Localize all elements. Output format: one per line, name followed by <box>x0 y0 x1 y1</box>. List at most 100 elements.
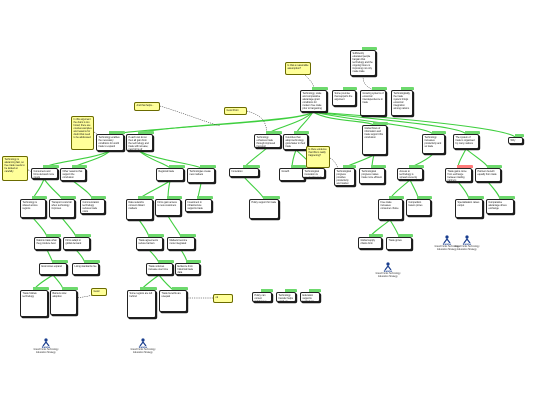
author-affiliation: Grand Forks Technology <box>33 348 59 351</box>
box-tab <box>397 234 413 237</box>
claim-box-n3[interactable]: Some premise that supports the argument <box>332 90 356 106</box>
box-text: Communication technology reduces trade c… <box>82 201 100 213</box>
claim-box-n52[interactable]: Technology transfer helps catch-up <box>276 292 296 302</box>
claim-box-n20[interactable]: Technological innovation is needed for t… <box>302 168 325 178</box>
note-note_ok[interactable]: ok <box>213 294 233 303</box>
claim-box-n38[interactable]: Firms adapt to global demand <box>63 237 90 250</box>
claim-box-n10[interactable]: Why <box>508 137 523 144</box>
note-note_mid[interactable]: Is there evidence that this is really ha… <box>306 146 330 168</box>
claim-box-n14[interactable]: Consumers and firms demand more goods <box>31 168 58 179</box>
note-note_oops[interactable]: And that helps... <box>134 102 160 111</box>
claim-box-n18[interactable]: Innovation <box>229 168 259 177</box>
box-text: Regional trade <box>158 170 175 173</box>
claim-box-n8[interactable]: Technology enhances trade through improv… <box>254 134 281 148</box>
claim-box-n53[interactable]: Education supports technology use <box>300 292 320 302</box>
box-tab <box>171 287 188 290</box>
box-text: Some regions are left behind <box>129 292 153 298</box>
box-tab <box>138 196 154 199</box>
claim-box-n30[interactable]: Firms gain access to new customers <box>155 199 181 216</box>
claim-box-n7[interactable]: If each can do so then all gain from the… <box>126 134 153 151</box>
claim-box-n26[interactable]: Technology is shared across regions <box>20 199 46 218</box>
box-text: Economies expand <box>41 265 62 268</box>
note-note_left[interactable]: In this argument the claim is too broad;… <box>71 116 94 150</box>
box-tab <box>514 134 524 137</box>
box-text: Investment in infrastructure supports tr… <box>187 201 203 210</box>
claim-box-n44[interactable]: Living standards rise <box>72 263 99 275</box>
box-text: Countries that adopt technology grow fas… <box>285 136 306 148</box>
claim-box-n33[interactable]: Free trade increases consumer choice <box>378 199 403 220</box>
box-text: Technology, scale and comparative advant… <box>302 92 322 110</box>
claim-box-n51[interactable]: Policy can correct imbalances <box>252 292 272 302</box>
claim-box-n28[interactable]: Communication technology reduces trade c… <box>80 199 105 214</box>
claim-box-n43[interactable]: Economies expand <box>39 263 67 275</box>
box-text: Trade benefits are unequal <box>161 292 181 298</box>
claim-box-n13[interactable]: The system of trade is organised by many… <box>453 134 479 149</box>
claim-box-n41[interactable]: Global supply chains form <box>358 237 382 249</box>
box-text: Is there evidence that this is really ha… <box>308 148 327 157</box>
claim-box-n29[interactable]: Data networks connect distant markets <box>126 199 153 220</box>
claim-box-n46[interactable]: Evidence from historical trade data <box>175 263 200 275</box>
claim-box-n17[interactable]: Technologies create new markets <box>187 168 215 183</box>
box-tab <box>342 87 357 90</box>
box-text: Trade volumes increase over time <box>148 265 169 271</box>
box-text: Firms gain access to new customers <box>157 201 177 207</box>
note-link-6 <box>329 157 339 169</box>
claim-box-n11[interactable]: Global flows of information and trade su… <box>362 125 387 155</box>
claim-box-n24[interactable]: Trade gains come from exchange between t… <box>445 168 472 182</box>
claim-box-n9[interactable]: Countries that adopt technology grow fas… <box>283 134 308 150</box>
claim-box-n6[interactable]: Technology enables the necessary conditi… <box>96 134 124 151</box>
note-note_good[interactable]: Good Point <box>224 107 247 115</box>
box-tab <box>464 131 480 134</box>
claim-box-n22[interactable]: Technological progress makes trade more … <box>359 168 385 184</box>
box-text: Trade follows technology <box>22 292 37 298</box>
note-note_excl[interactable]: Good <box>91 288 107 296</box>
people-icon <box>42 338 50 346</box>
claim-box-n50[interactable]: Trade benefits are unequal <box>159 290 187 312</box>
box-tab <box>262 196 280 199</box>
claim-box-n5[interactable]: Technologically, the trade system brings… <box>391 90 413 116</box>
claim-box-n1[interactable]: Sufficiently educated people bargain tha… <box>350 50 376 76</box>
claim-box-n40[interactable]: Markets become more integrated <box>167 237 195 250</box>
box-text: Specialisation raises output <box>457 201 480 207</box>
support-link-27 <box>243 176 265 200</box>
claim-box-n32[interactable]: Policy support for trade <box>249 199 279 219</box>
note-note_far_left[interactable]: Technology is advancing fast, so free tr… <box>2 156 28 181</box>
box-text: ok <box>215 296 219 299</box>
claim-box-n35[interactable]: Specialisation raises output <box>455 199 483 218</box>
claim-box-n47[interactable]: Trade follows technology <box>20 290 48 317</box>
claim-box-n37[interactable]: Nations trade what they produce best <box>34 237 60 250</box>
claim-box-n34[interactable]: Competition lowers prices <box>406 199 431 216</box>
claim-box-n2[interactable]: Technology, scale and comparative advant… <box>300 90 327 112</box>
box-tab <box>361 47 377 50</box>
claim-box-n23[interactable]: Access to technology is spread unevenly <box>397 168 423 180</box>
claim-box-n15[interactable]: Other reasons that support the conclusio… <box>60 168 86 181</box>
box-text: Technological progress makes trade more … <box>361 170 382 179</box>
note-note_top[interactable]: Is that a reasonable assumption? <box>285 62 311 75</box>
claim-box-n31[interactable]: Investment in infrastructure supports tr… <box>185 199 212 212</box>
claim-box-n16[interactable]: Regional trade <box>156 168 184 181</box>
claim-box-n39[interactable]: Trade agreements reduce barriers <box>136 237 163 250</box>
note-link-2 <box>159 105 221 127</box>
claim-box-n27[interactable]: Transport costs fall when technology imp… <box>49 199 75 218</box>
claim-box-n45[interactable]: Trade volumes increase over time <box>146 263 173 275</box>
claim-box-n12[interactable]: Technology increases productivity and so… <box>422 134 445 154</box>
claim-box-n42[interactable]: Trade grows <box>386 237 412 250</box>
box-text: Growth <box>281 170 290 173</box>
claim-box-n4[interactable]: Growing systems of economic interdepende… <box>360 90 386 116</box>
box-text: Data networks connect distant markets <box>128 201 145 210</box>
claim-box-n36[interactable]: Comparative advantage drives exchange <box>486 199 514 214</box>
box-tab <box>168 165 185 168</box>
box-text: Technologies create new markets <box>189 170 211 176</box>
box-text: Partners benefit equally from trade <box>477 170 497 176</box>
claim-box-n25[interactable]: Partners benefit equally from trade <box>475 168 501 182</box>
claim-box-n21[interactable]: Technological progress provides producti… <box>334 168 355 186</box>
claim-box-n49[interactable]: Some regions are left behind <box>127 290 156 318</box>
box-text: Global supply chains form <box>360 239 376 245</box>
box-text: The system of trade is organised by many… <box>455 136 475 145</box>
claim-box-n48[interactable]: Barriers slow adoption <box>50 290 77 315</box>
box-text: Technology is advancing fast, so free tr… <box>4 158 25 173</box>
box-text: If each can do so then all gain from the… <box>128 136 149 151</box>
box-text: Other reasons that support the conclusio… <box>62 170 83 179</box>
box-text: Good Point <box>226 109 239 112</box>
